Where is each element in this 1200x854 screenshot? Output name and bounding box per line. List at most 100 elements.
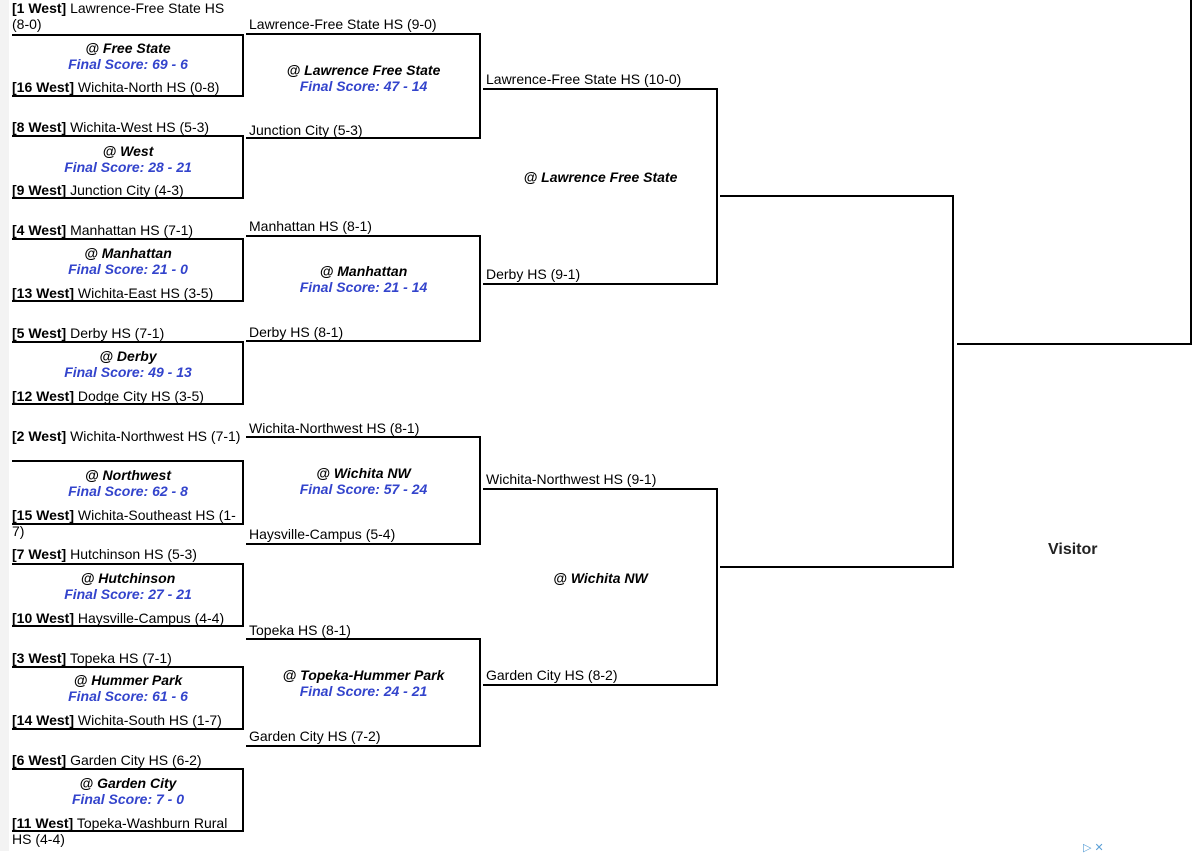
final-score: Final Score: 7 - 0 — [71, 791, 185, 807]
team-name: Topeka HS (7-1) — [69, 650, 172, 666]
team-entry[interactable]: Lawrence-Free State HS (10-0) — [486, 71, 682, 87]
team-entry[interactable]: [13 West] Wichita-East HS (3-5) — [12, 285, 213, 301]
seed-label: [10 West] — [12, 610, 74, 626]
seed-label: [4 West] — [12, 222, 67, 238]
team-name: Haysville-Campus (4-4) — [77, 610, 225, 626]
team-entry[interactable]: [3 West] Topeka HS (7-1) — [12, 650, 172, 666]
bracket-line — [242, 238, 244, 302]
final-score: Final Score: 47 - 14 — [299, 78, 428, 94]
bracket-line — [483, 488, 718, 490]
seed-label: [7 West] — [12, 546, 67, 562]
team-entry[interactable]: [10 West] Haysville-Campus (4-4) — [12, 610, 224, 626]
team-entry[interactable]: [9 West] Junction City (4-3) — [12, 182, 184, 198]
team-entry[interactable]: Lawrence-Free State HS (9-0) — [249, 16, 437, 32]
bracket-line — [12, 666, 244, 668]
bracket-line — [12, 95, 244, 97]
team-name: Topeka-Washburn Rural HS (4-4) — [12, 815, 228, 847]
game-site: @ Manhattan — [84, 245, 172, 261]
team-name: Dodge City HS (3-5) — [77, 388, 204, 404]
team-entry[interactable]: [4 West] Manhattan HS (7-1) — [12, 222, 193, 238]
team-name: Hutchinson HS (5-3) — [70, 546, 197, 562]
team-name: Wichita-East HS (3-5) — [77, 285, 214, 301]
bracket-line — [246, 340, 481, 342]
final-score: Final Score: 62 - 8 — [68, 483, 188, 499]
team-entry[interactable]: [11 West] Topeka-Washburn Rural HS (4-4) — [12, 815, 244, 847]
bracket-line — [12, 135, 244, 137]
bracket-line — [242, 341, 244, 405]
team-entry[interactable]: [15 West] Wichita-Southeast HS (1-7) — [12, 507, 244, 539]
team-name: Lawrence-Free State HS (8-0) — [12, 0, 225, 32]
bracket-line — [957, 343, 1192, 345]
seed-label: [1 West] — [12, 0, 67, 16]
team-name: Wichita-Northwest HS (7-1) — [70, 428, 241, 444]
team-entry[interactable]: Junction City (5-3) — [249, 122, 363, 138]
game-site: @ Northwest — [85, 467, 171, 483]
game-site: @ Wichita NW — [316, 465, 411, 481]
game-site: @ Manhattan — [319, 263, 408, 279]
bracket-line — [716, 88, 718, 284]
final-score: Final Score: 21 - 14 — [299, 279, 428, 295]
team-entry[interactable]: Manhattan HS (8-1) — [249, 218, 372, 234]
adchoices-icon[interactable]: ▷ ✕ — [1083, 842, 1104, 854]
bracket-line — [12, 830, 244, 832]
team-entry[interactable]: [1 West] Lawrence-Free State HS (8-0) — [12, 0, 244, 32]
team-name: Wichita-Southeast HS (1-7) — [12, 507, 236, 539]
team-entry[interactable]: Derby HS (8-1) — [249, 324, 344, 340]
team-name: Junction City (4-3) — [70, 182, 184, 198]
bracket-line — [12, 238, 244, 240]
bracket-line — [12, 625, 244, 627]
bracket-line — [12, 34, 244, 36]
team-entry[interactable]: Topeka HS (8-1) — [249, 622, 351, 638]
seed-label: [6 West] — [12, 752, 67, 768]
bracket-line — [479, 638, 481, 746]
seed-label: [3 West] — [12, 650, 67, 666]
seed-label: [15 West] — [12, 507, 74, 523]
bracket-line — [12, 197, 244, 199]
team-name: Garden City HS (6-2) — [70, 752, 202, 768]
final-score: Final Score: 49 - 13 — [64, 364, 192, 380]
game-site: @ Hutchinson — [80, 570, 176, 586]
bracket-line — [720, 195, 954, 197]
team-entry[interactable]: [8 West] Wichita-West HS (5-3) — [12, 119, 209, 135]
bracket-line — [479, 33, 481, 138]
bracket-line — [952, 195, 954, 567]
bracket-line — [246, 638, 481, 640]
bracket-line — [242, 460, 244, 525]
team-entry[interactable]: Derby HS (9-1) — [486, 266, 581, 282]
team-entry[interactable]: Garden City HS (7-2) — [249, 728, 381, 744]
bracket-line — [12, 563, 244, 565]
team-entry[interactable]: [2 West] Wichita-Northwest HS (7-1) — [12, 428, 244, 444]
seed-label: [9 West] — [12, 182, 67, 198]
final-score: Final Score: 61 - 6 — [68, 688, 188, 704]
bracket-line — [483, 684, 718, 686]
team-entry[interactable]: [14 West] Wichita-South HS (1-7) — [12, 712, 222, 728]
team-entry[interactable]: Garden City HS (8-2) — [486, 667, 618, 683]
final-score: Final Score: 28 - 21 — [64, 159, 192, 175]
seed-label: [12 West] — [12, 388, 74, 404]
bracket-line — [479, 436, 481, 544]
bracket-line — [12, 768, 244, 770]
seed-label: [11 West] — [12, 815, 74, 831]
team-entry[interactable]: [12 West] Dodge City HS (3-5) — [12, 388, 204, 404]
team-entry[interactable]: [7 West] Hutchinson HS (5-3) — [12, 546, 197, 562]
bracket-line — [12, 300, 244, 302]
bracket-line — [12, 403, 244, 405]
bracket-line — [242, 135, 244, 199]
bracket-line — [12, 341, 244, 343]
team-entry[interactable]: [16 West] Wichita-North HS (0-8) — [12, 79, 219, 95]
team-entry[interactable]: [6 West] Garden City HS (6-2) — [12, 752, 202, 768]
team-entry[interactable]: Haysville-Campus (5-4) — [249, 526, 396, 542]
team-entry[interactable]: Wichita-Northwest HS (9-1) — [486, 471, 657, 487]
bracket-line — [246, 137, 481, 139]
final-score: Final Score: 69 - 6 — [68, 56, 188, 72]
team-entry[interactable]: Wichita-Northwest HS (8-1) — [249, 420, 420, 436]
final-score: Final Score: 57 - 24 — [299, 481, 428, 497]
final-score: Final Score: 21 - 0 — [68, 261, 188, 277]
seed-label: [14 West] — [12, 712, 74, 728]
game-site: @ Hummer Park — [73, 672, 183, 688]
team-entry[interactable]: [5 West] Derby HS (7-1) — [12, 325, 164, 341]
game-site: @ Lawrence Free State — [523, 169, 678, 185]
bracket-line — [720, 566, 954, 568]
team-name: Derby HS (7-1) — [70, 325, 165, 341]
team-name: Wichita-South HS (1-7) — [77, 712, 222, 728]
